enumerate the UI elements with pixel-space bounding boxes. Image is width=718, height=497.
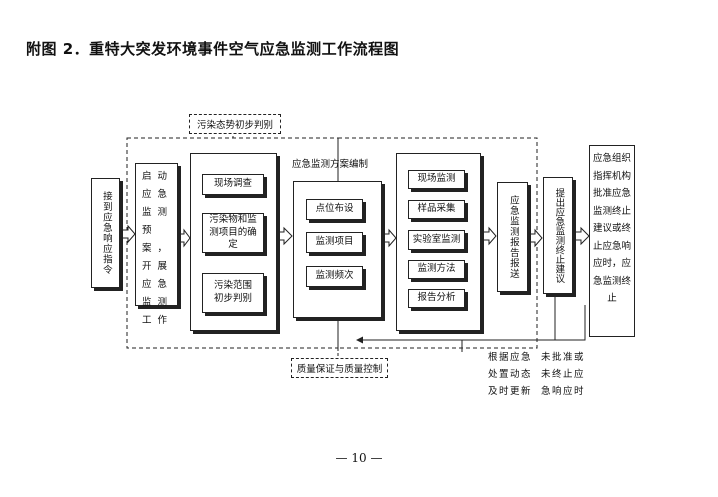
- label-quality-control: 质量保证与质量控制: [291, 358, 388, 378]
- node-monitoring-frequency: 监测频次: [306, 266, 363, 287]
- node-monitoring-items: 监测项目: [306, 232, 363, 253]
- node-report-analysis: 报告分析: [408, 289, 465, 308]
- note-not-approved: 未批准或 未终止应 急响应时: [541, 352, 586, 397]
- node-field-monitoring: 现场监测: [408, 170, 465, 189]
- block-arrow-7: [573, 226, 590, 246]
- block-arrow-1: [119, 224, 136, 244]
- block-arrow-6: [527, 228, 543, 248]
- block-arrow-4: [382, 228, 397, 248]
- node-pollution-scope: 污染范围初步判别: [202, 273, 264, 313]
- page-title: 附图 2．重特大突发环境事件空气应急监测工作流程图: [26, 40, 400, 58]
- note-update: 根据应急 处置动态 及时更新: [488, 352, 533, 397]
- node-report-submission: 应急监测报告报送: [497, 182, 528, 292]
- label-plan-preparation: 应急监测方案编制: [292, 159, 369, 170]
- node-monitoring-method: 监测方法: [408, 260, 465, 279]
- node-sample-collection: 样品采集: [408, 200, 465, 219]
- label-pollution-assessment: 污染态势初步判别: [189, 114, 281, 134]
- node-command-decision: 应急组织指挥机构批准应急监测终止建议或终止应急响应时，应急监测终止: [589, 145, 635, 337]
- node-start-plan: 启动应急监测预案，开展应急监测工作: [135, 163, 178, 326]
- block-arrow-2: [177, 228, 191, 248]
- node-termination-suggestion: 提出应急监测终止建议: [543, 177, 573, 294]
- node-lab-monitoring: 实验室监测: [408, 230, 465, 250]
- node-pollutant-items: 污染物和监测项目的确定: [202, 213, 264, 253]
- block-arrow-3: [277, 226, 293, 246]
- page-number: — 10 —: [335, 451, 383, 465]
- node-receive-command: 接到应急响应指令: [91, 178, 120, 288]
- node-point-layout: 点位布设: [306, 199, 363, 220]
- block-arrow-5: [481, 226, 497, 246]
- node-site-investigation: 现场调查: [202, 174, 264, 195]
